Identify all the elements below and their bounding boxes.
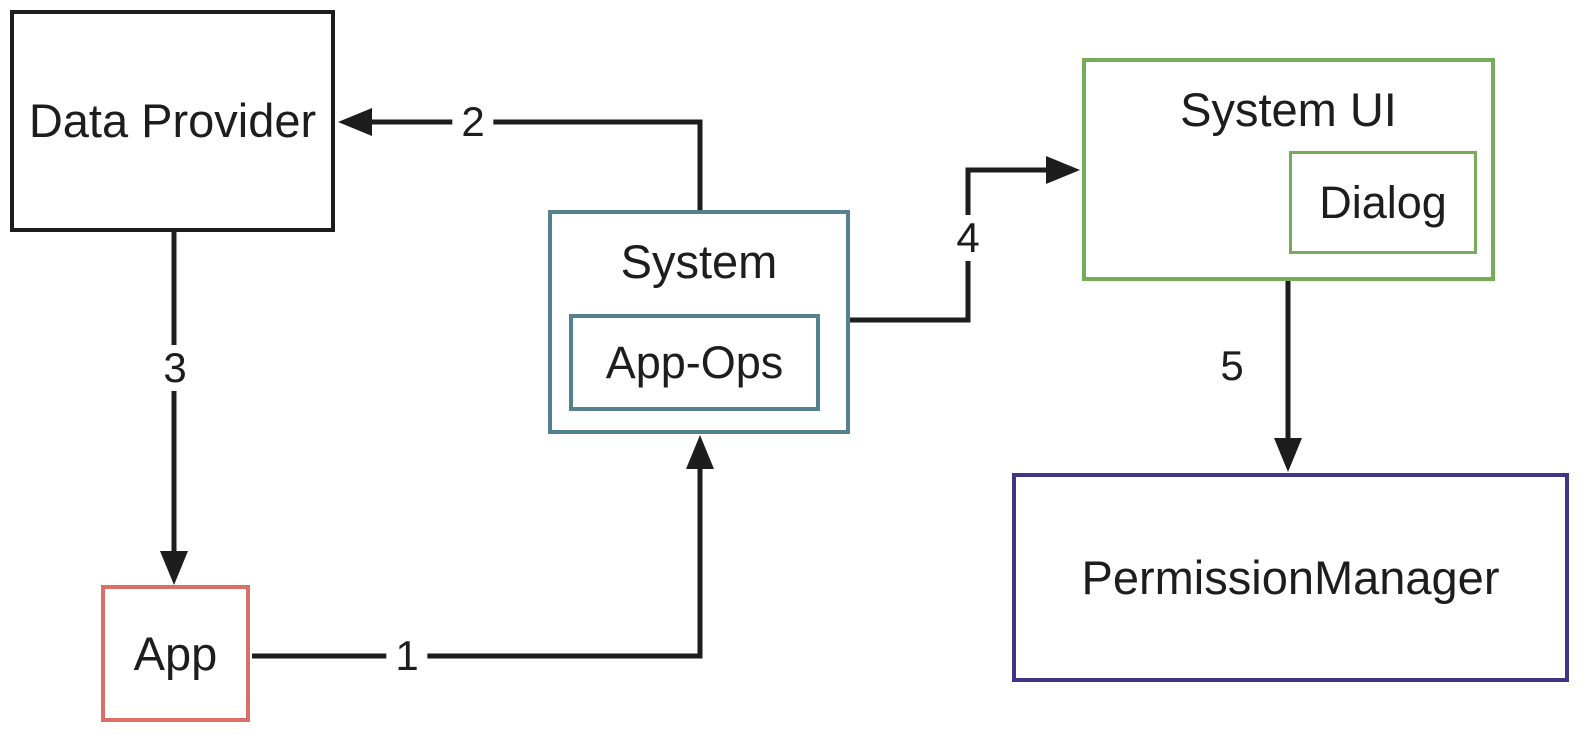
dialog-label: Dialog	[1319, 176, 1447, 228]
arrow-5-head-icon	[1274, 438, 1302, 472]
arrow-2-head-icon	[338, 108, 372, 136]
arrow-4-label: 4	[947, 215, 989, 261]
arrow-2-label: 2	[452, 99, 494, 145]
data-provider-label: Data Provider	[28, 94, 317, 148]
arrow-3-head-icon	[160, 551, 188, 585]
arrow-1-label: 1	[386, 633, 428, 679]
app-ops-box: App-Ops	[569, 314, 820, 411]
arrow-1-line	[252, 464, 703, 659]
arrow-4-head-icon	[1046, 156, 1080, 184]
arrow-5-label: 5	[1211, 343, 1253, 389]
data-provider-box: Data Provider	[10, 10, 335, 232]
arrow-3-label: 3	[154, 345, 196, 391]
app-ops-label: App-Ops	[605, 336, 784, 388]
dialog-box: Dialog	[1289, 151, 1477, 254]
app-box: App	[101, 585, 250, 722]
arrow-1-head-icon	[686, 435, 714, 469]
system-label: System	[620, 235, 778, 288]
arrow-2-line	[370, 119, 703, 212]
app-label: App	[133, 626, 218, 680]
permission-manager-label: PermissionManager	[1081, 550, 1500, 604]
system-ui-label: System UI	[1180, 83, 1397, 136]
permission-manager-box: PermissionManager	[1012, 473, 1569, 682]
